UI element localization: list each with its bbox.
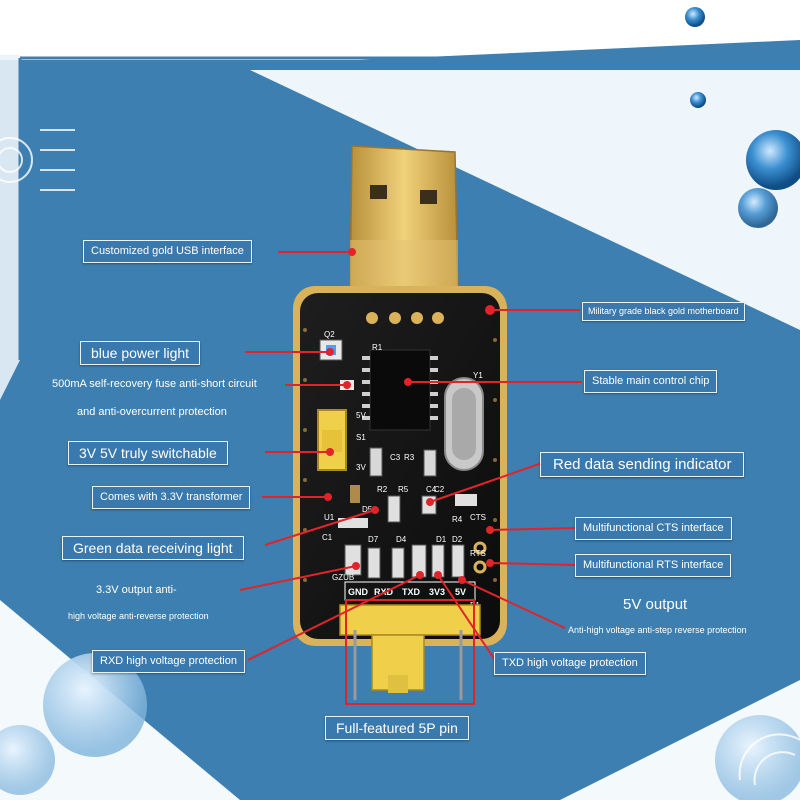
svg-text:D4: D4	[396, 535, 407, 544]
svg-text:GZUB: GZUB	[332, 573, 354, 582]
svg-text:C3: C3	[390, 453, 401, 462]
svg-text:3V: 3V	[356, 463, 366, 472]
label-green-light: Green data receiving light	[62, 536, 244, 560]
label-out33-line2: high voltage anti-reverse protection	[68, 611, 209, 621]
pin-header	[339, 604, 481, 700]
svg-text:C2: C2	[434, 485, 445, 494]
ref-silkscreen: Q2 R1 R2 R3 R4 R5 C1 C2 C3 C4 D1 D2 D4 D…	[322, 330, 486, 610]
svg-text:R2: R2	[377, 485, 388, 494]
decor-orb-icon	[690, 92, 706, 108]
label-fuse-line2: and anti-overcurrent protection	[77, 406, 227, 418]
svg-text:CTS: CTS	[470, 513, 486, 522]
label-usb: Customized gold USB interface	[83, 240, 252, 263]
svg-text:5V: 5V	[356, 411, 366, 420]
decor-orb-icon	[685, 7, 705, 27]
svg-text:Y1: Y1	[473, 371, 483, 380]
svg-text:S1: S1	[356, 433, 366, 442]
label-out33-line1: 3.3V output anti-	[96, 584, 177, 596]
tech-gauge-icon	[0, 129, 75, 191]
svg-text:3V3: 3V3	[429, 587, 445, 597]
svg-text:R3: R3	[404, 453, 415, 462]
label-rxd: RXD high voltage protection	[92, 650, 245, 673]
svg-text:U1: U1	[324, 513, 335, 522]
label-blue-light: blue power light	[80, 341, 201, 365]
label-switchable: 3V 5V truly switchable	[68, 441, 228, 465]
svg-text:D2: D2	[452, 535, 463, 544]
decor-orb-icon	[715, 715, 800, 800]
label-red-indicator: Red data sending indicator	[540, 452, 745, 477]
svg-text:Q2: Q2	[324, 330, 335, 339]
pcb-board: GND RXD TXD 3V3 5V Q2 R1 R2 R3 R4 R5 C1 …	[293, 286, 507, 646]
svg-text:R1: R1	[372, 343, 383, 352]
svg-text:D5: D5	[362, 505, 373, 514]
svg-text:D1: D1	[436, 535, 447, 544]
decor-orb-icon	[0, 725, 55, 795]
svg-text:5V: 5V	[455, 587, 466, 597]
label-motherboard: Military grade black gold motherboard	[582, 302, 745, 321]
svg-text:R5: R5	[398, 485, 409, 494]
svg-text:GND: GND	[348, 587, 369, 597]
usb-connector	[349, 145, 459, 301]
decor-orb-icon	[746, 130, 800, 190]
label-transformer: Comes with 3.3V transformer	[92, 486, 251, 509]
label-pins: Full-featured 5P pin	[325, 716, 469, 740]
label-chip: Stable main control chip	[584, 370, 718, 393]
label-txd: TXD high voltage protection	[494, 652, 646, 675]
decor-orb-icon	[738, 188, 778, 228]
svg-text:C4: C4	[426, 485, 437, 494]
label-cts: Multifunctional CTS interface	[575, 517, 732, 540]
tech-gauge-icon	[738, 733, 800, 786]
svg-text:C1: C1	[322, 533, 333, 542]
svg-text:R4: R4	[452, 515, 463, 524]
svg-text:RTS: RTS	[470, 549, 486, 558]
svg-text:TXD: TXD	[402, 587, 421, 597]
label-out5v-sub: Anti-high voltage anti-step reverse prot…	[568, 625, 747, 635]
leader-lines	[239, 248, 582, 661]
label-out5v: 5V output	[623, 596, 688, 613]
label-fuse-line1: 500mA self-recovery fuse anti-short circ…	[52, 378, 257, 390]
label-rts: Multifunctional RTS interface	[575, 554, 732, 577]
svg-text:D7: D7	[368, 535, 379, 544]
decor-orb-icon	[43, 653, 147, 757]
